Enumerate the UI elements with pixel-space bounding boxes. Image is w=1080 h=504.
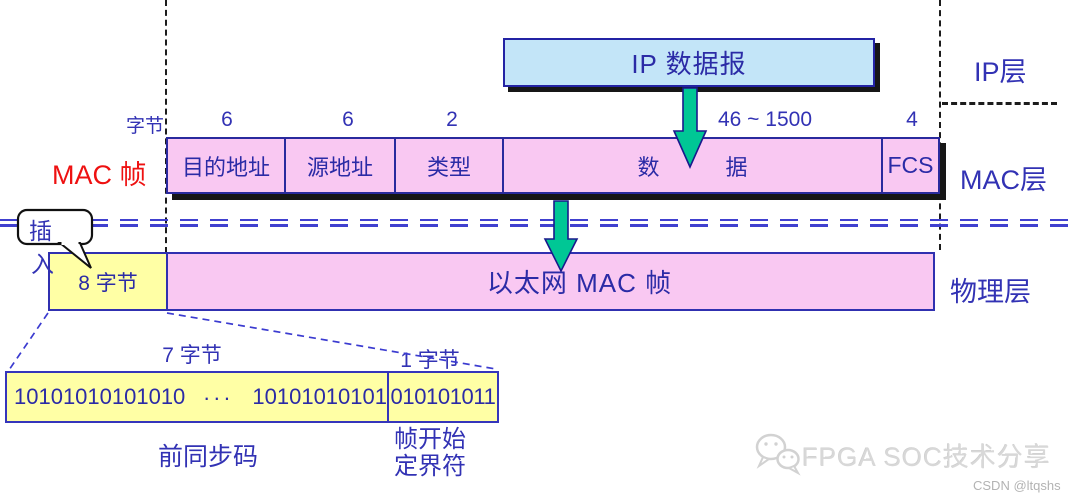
sfd-caption-line2: 定界符 — [394, 453, 466, 480]
sfd-1byte-label: 1 字节 — [400, 349, 460, 372]
ip-layer-label: IP层 — [974, 57, 1027, 87]
preamble-bits-cell: 10101010101010 ... 10101010101 — [7, 373, 389, 421]
ip-mac-layer-divider-dashed-line — [942, 102, 1057, 105]
ip-datagram-box: IP 数据报 — [503, 38, 875, 87]
data-bytes: 46 ~ 1500 — [717, 108, 812, 131]
dest-addr-bytes: 6 — [221, 108, 233, 131]
preamble-bits-ellipsis: ... — [203, 380, 235, 405]
preamble-bits-start: 10101010101010 — [14, 384, 186, 409]
mac-frame-row: 目的地址 源地址 类型 数 据 FCS — [166, 137, 940, 194]
data-field: 数 据 — [504, 139, 883, 192]
ip-datagram-label: IP 数据报 — [631, 49, 747, 79]
fcs-field: FCS — [887, 152, 934, 178]
insert-callout-char-2: 入 — [31, 251, 54, 277]
expand-connector-left — [8, 312, 49, 371]
mac-layer-label: MAC层 — [960, 165, 1047, 195]
sfd-caption: 帧开始 定界符 — [369, 426, 491, 480]
preamble-8byte-label: 8 字节 — [78, 271, 138, 295]
type-bytes: 2 — [446, 108, 458, 131]
preamble-7byte-label: 7 字节 — [162, 344, 222, 367]
mac-frame-title: MAC 帧 — [52, 160, 147, 190]
sfd-bits: 010101011 — [390, 384, 496, 409]
sfd-bits-cell: 010101011 — [389, 373, 497, 421]
sfd-caption-line1: 帧开始 — [394, 426, 466, 453]
fcs-bytes: 4 — [906, 108, 918, 131]
frame-right-boundary-dashed-line — [939, 0, 941, 250]
frame-left-boundary-dashed-line — [165, 0, 167, 253]
dest-addr-field: 目的地址 — [168, 139, 286, 192]
watermark-brand-text: FPGA SOC技术分享 — [802, 442, 1051, 472]
ethernet-mac-frame-box: 以太网 MAC 帧 — [166, 252, 935, 311]
wechat-logo-icon — [755, 433, 801, 476]
preamble-caption: 前同步码 — [157, 443, 258, 471]
type-field: 类型 — [396, 139, 504, 192]
preamble-8byte-box: 8 字节 — [48, 252, 168, 311]
insert-callout-char-1: 插 — [29, 218, 52, 244]
insert-callout-bubble — [16, 208, 94, 269]
ethernet-mac-frame-label: 以太网 MAC 帧 — [486, 268, 673, 298]
watermark-csdn-text: CSDN @ltqshs — [973, 478, 1061, 493]
src-addr-field: 源地址 — [286, 139, 396, 192]
preamble-bits-box: 10101010101010 ... 10101010101 010101011 — [5, 371, 499, 423]
preamble-bits-end: 10101010101 — [252, 384, 387, 409]
byte-unit-label: 字节 — [125, 116, 164, 137]
physical-layer-label: 物理层 — [950, 277, 1031, 307]
src-addr-bytes: 6 — [342, 108, 354, 131]
